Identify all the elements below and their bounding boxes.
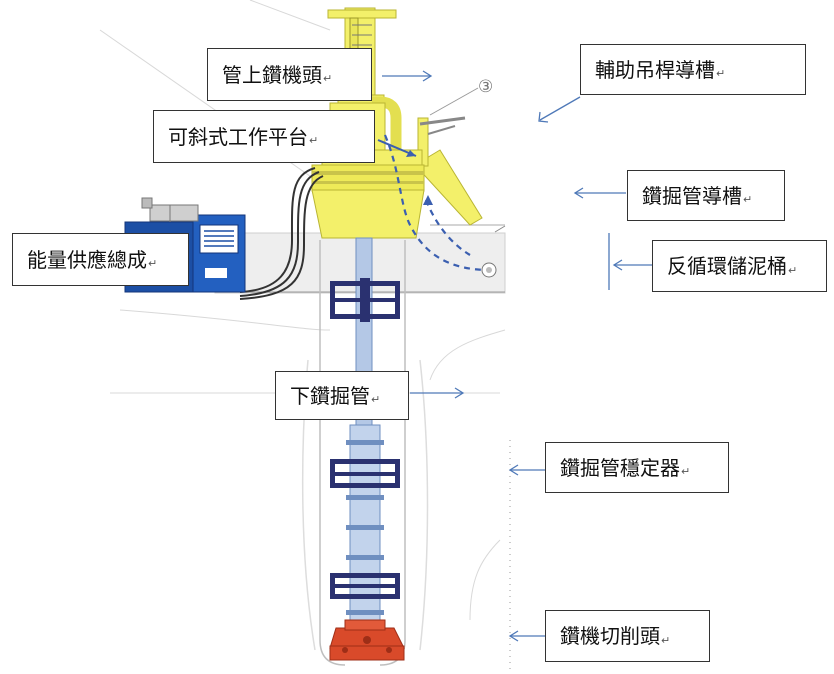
leader-arrows: [382, 75, 652, 637]
circled-number-text: ③: [478, 77, 493, 97]
label-power-unit-text: 能量供應總成: [27, 247, 147, 272]
label-cutter-head-text: 鑽機切削頭: [560, 624, 660, 648]
platform-arm: [414, 116, 483, 226]
callout-number: ③: [429, 77, 493, 116]
paragraph-mark: ↵: [681, 465, 691, 478]
arrow-crane-guide: [539, 96, 581, 121]
label-lower-drill-pipe: 下鑽掘管↵: [275, 371, 409, 420]
label-pipe-guide-text: 鑽掘管導槽: [642, 183, 742, 208]
paragraph-mark: ↵: [323, 72, 333, 85]
paragraph-mark: ↵: [788, 263, 798, 277]
paragraph-mark: ↵: [661, 633, 671, 647]
label-tilting-platform-text: 可斜式工作平台: [168, 124, 308, 149]
label-mud-tank-text: 反循環儲泥桶: [667, 254, 787, 278]
paragraph-mark: ↵: [716, 67, 726, 80]
gooseneck-pipe: [372, 96, 402, 150]
paragraph-mark: ↵: [371, 393, 381, 406]
label-pipe-guide: 鑽掘管導槽↵: [627, 170, 785, 221]
label-top-drive: 管上鑽機頭↵: [207, 48, 372, 101]
cutter-head-graphic: [329, 619, 405, 661]
label-stabilizer: 鑽掘管穩定器↵: [545, 442, 729, 493]
label-crane-guide-text: 輔助吊桿導槽: [595, 57, 715, 82]
label-mud-tank: 反循環儲泥桶↵: [652, 240, 827, 292]
label-tilting-platform: 可斜式工作平台↵: [153, 110, 375, 163]
label-crane-guide: 輔助吊桿導槽↵: [580, 44, 806, 95]
arrow-heads: [422, 70, 623, 642]
pipe-stabilizers: [330, 278, 400, 599]
hydraulic-hoses: [239, 167, 324, 300]
paragraph-mark: ↵: [148, 257, 158, 270]
label-top-drive-text: 管上鑽機頭: [222, 62, 322, 87]
label-power-unit: 能量供應總成↵: [12, 233, 189, 286]
paragraph-mark: ↵: [309, 134, 319, 147]
label-cutter-head: 鑽機切削頭↵: [545, 610, 710, 662]
paragraph-mark: ↵: [743, 193, 753, 206]
label-stabilizer-text: 鑽掘管穩定器: [560, 455, 680, 480]
label-lower-drill-pipe-text: 下鑽掘管: [290, 383, 370, 408]
